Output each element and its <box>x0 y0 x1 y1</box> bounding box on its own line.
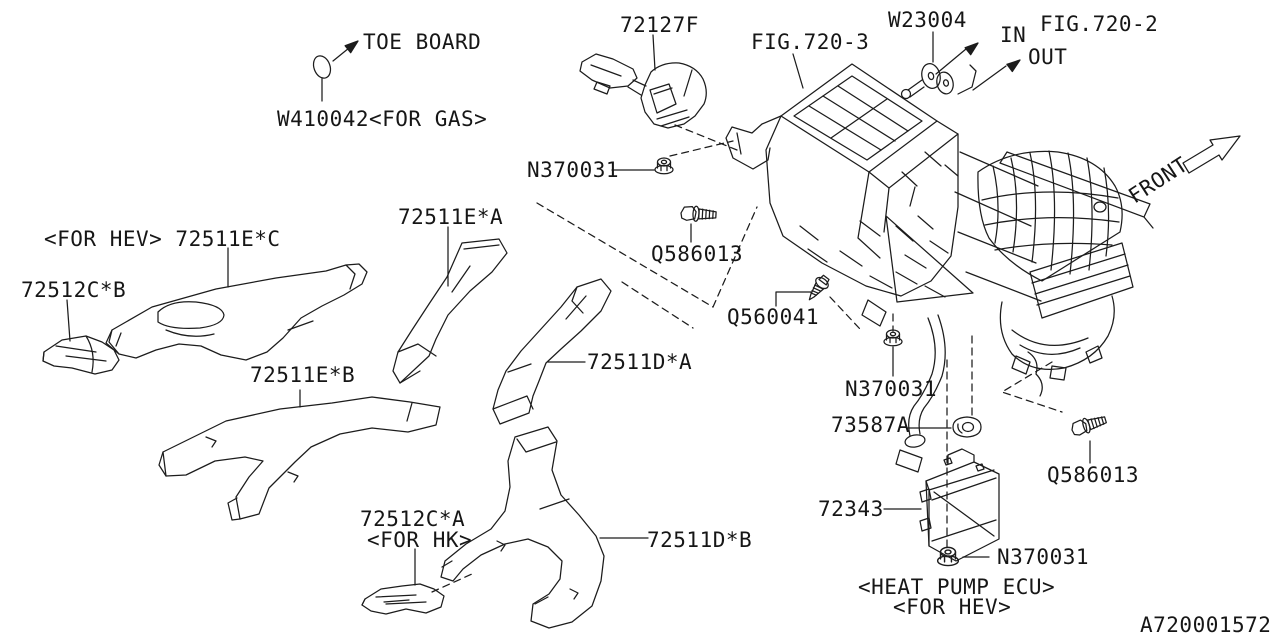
grommet-icon <box>952 416 982 438</box>
hose-fitting-w23004-drawing <box>900 63 977 100</box>
label-w410042: W410042<FOR GAS> <box>277 107 488 131</box>
toe-board-arrow-icon <box>332 40 359 62</box>
front-arrow-icon <box>1182 135 1241 174</box>
duct-72127f-drawing <box>579 53 707 129</box>
heater-unit-drawing <box>725 63 1042 473</box>
drawing-number: A720001572 <box>1140 613 1272 637</box>
label-q586013-right: Q586013 <box>1047 463 1140 487</box>
label-72511d-b: 72511D*B <box>647 528 753 552</box>
label-72511e-a: 72511E*A <box>398 205 504 229</box>
blower-assembly-drawing <box>977 150 1154 397</box>
label-72512c-a: 72512C*A <box>360 507 466 531</box>
bolt-icon <box>679 204 717 223</box>
duct-72511d-a-drawing <box>492 278 612 425</box>
label-72511e-b: 72511E*B <box>250 363 356 387</box>
label-72127f: 72127F <box>620 13 699 37</box>
nut-icon <box>654 157 674 175</box>
label-fig-720-2: FIG.720-2 <box>1040 12 1159 36</box>
duct-72512c-b-drawing <box>42 335 120 375</box>
plug-w410042-drawing <box>312 55 332 79</box>
label-n370031-bottom: N370031 <box>997 545 1090 569</box>
nut-icon <box>883 329 903 347</box>
label-out: OUT <box>1028 45 1068 69</box>
duct-72512c-a-drawing <box>361 583 445 615</box>
screw-icon <box>803 272 833 305</box>
label-q560041: Q560041 <box>727 305 820 329</box>
label-toe-board: TOE BOARD <box>363 30 482 54</box>
ecu-72343-drawing <box>919 448 1000 562</box>
duct-72511d-b-drawing <box>440 426 605 629</box>
dashed-lines <box>431 124 1063 593</box>
duct-72511e-c-drawing <box>105 263 368 361</box>
label-w23004: W23004 <box>888 8 967 32</box>
in-arrow-icon <box>935 42 979 75</box>
out-arrow-icon <box>972 59 1021 91</box>
label-n370031-middle: N370031 <box>845 377 938 401</box>
label-for-hev: <FOR HEV> <box>893 595 1012 619</box>
nut-icon <box>936 546 960 567</box>
label-q586013-left: Q586013 <box>651 242 744 266</box>
label-72511e-c: <FOR HEV> 72511E*C <box>44 227 281 251</box>
label-for-hk: <FOR HK> <box>367 528 473 552</box>
duct-72511e-b-drawing <box>158 396 441 521</box>
label-72512c-b: 72512C*B <box>21 278 127 302</box>
label-heat-pump-ecu: <HEAT PUMP ECU> <box>858 575 1056 599</box>
label-73587a: 73587A <box>831 413 910 437</box>
bolt-icon <box>1069 411 1109 438</box>
label-72511d-a: 72511D*A <box>587 350 693 374</box>
label-72343: 72343 <box>818 497 884 521</box>
leader-lines <box>66 31 1091 586</box>
label-n370031-top: N370031 <box>527 158 620 182</box>
label-in: IN <box>1000 23 1027 47</box>
duct-72511e-a-drawing <box>392 238 508 384</box>
label-fig-720-3: FIG.720-3 <box>751 30 870 54</box>
